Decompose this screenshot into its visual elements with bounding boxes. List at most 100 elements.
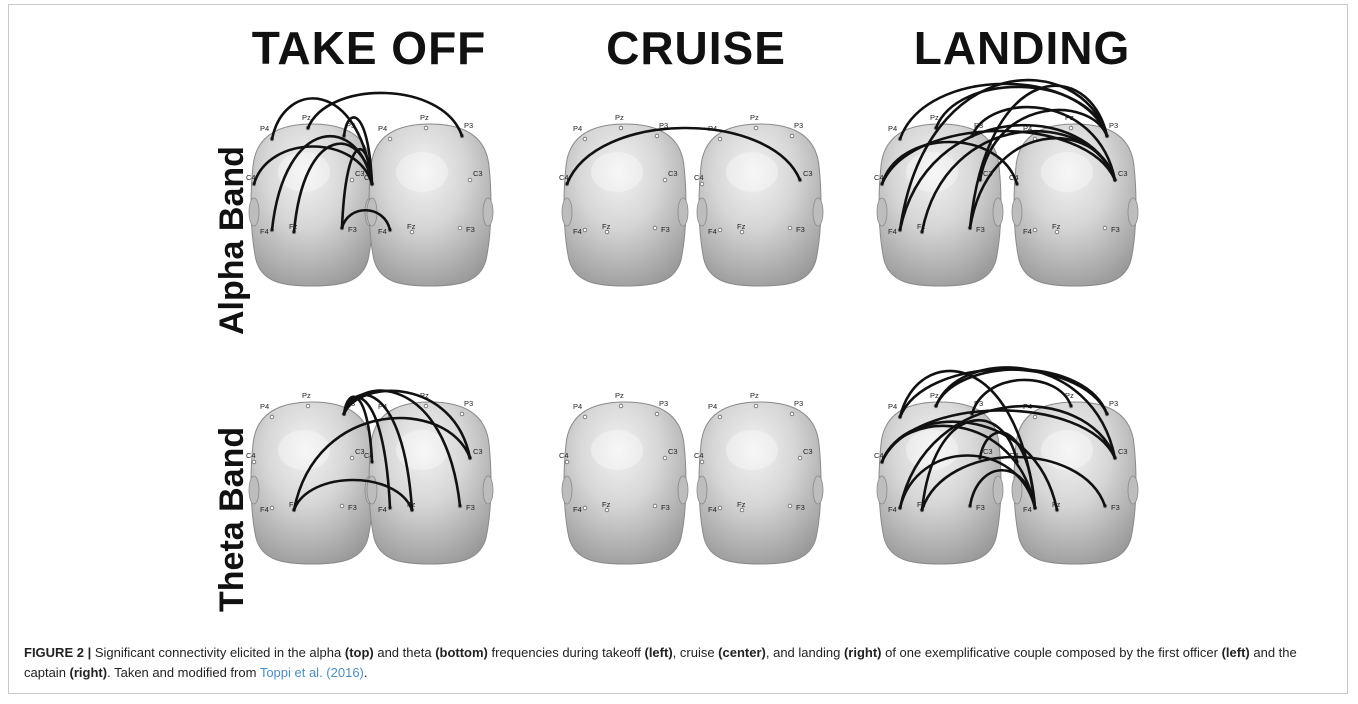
electrode-f3: [788, 504, 792, 508]
electrode-label-p4: P4: [888, 402, 897, 411]
electrode-pz: [306, 404, 310, 408]
electrode-label-c3: C3: [803, 447, 813, 456]
electrode-pz: [754, 404, 758, 408]
electrode-label-p3: P3: [464, 121, 473, 130]
electrode-label-pz: Pz: [615, 113, 624, 122]
electrode-label-f3: F3: [466, 225, 475, 234]
column-title-landing: LANDING: [914, 22, 1131, 74]
electrode-label-f4: F4: [1023, 505, 1032, 514]
electrode-p3: [460, 412, 464, 416]
electrode-label-c3: C3: [668, 447, 678, 456]
electrode-f4: [583, 506, 587, 510]
caption-bold-4: (center): [718, 645, 766, 660]
electrode-label-pz: Pz: [750, 113, 759, 122]
caption-text-4: , cruise: [673, 645, 719, 660]
electrode-pz: [1069, 126, 1073, 130]
electrode-pz: [619, 126, 623, 130]
electrode-f4: [270, 506, 274, 510]
electrode-label-c4: C4: [559, 451, 569, 460]
electrode-f3: [458, 226, 462, 230]
electrode-label-f3: F3: [1111, 503, 1120, 512]
electrode-label-f3: F3: [796, 503, 805, 512]
electrode-p3: [655, 134, 659, 138]
electrode-label-f3: F3: [976, 503, 985, 512]
caption-label: FIGURE 2 |: [24, 645, 91, 660]
electrode-label-f4: F4: [378, 227, 387, 236]
connectivity-figure: TAKE OFF CRUISE LANDING Alpha Band Theta…: [0, 0, 1358, 640]
electrode-label-c3: C3: [473, 169, 483, 178]
electrode-label-f4: F4: [573, 505, 582, 514]
electrode-label-f4: F4: [888, 505, 897, 514]
electrode-c4: [252, 460, 256, 464]
electrode-label-c3: C3: [803, 169, 813, 178]
electrode-label-f3: F3: [796, 225, 805, 234]
electrode-c3: [663, 178, 667, 182]
caption-bold-6: (left): [1222, 645, 1250, 660]
electrode-f4: [718, 228, 722, 232]
caption-text-9: .: [364, 665, 368, 680]
electrode-c3: [663, 456, 667, 460]
electrode-label-f3: F3: [661, 503, 670, 512]
electrode-label-f3: F3: [661, 225, 670, 234]
citation-link[interactable]: Toppi et al. (2016): [260, 665, 364, 680]
electrode-label-pz: Pz: [930, 113, 939, 122]
electrode-label-fz: Fz: [602, 500, 611, 509]
electrode-label-c3: C3: [983, 447, 993, 456]
electrode-c3: [798, 456, 802, 460]
electrode-c3: [468, 178, 472, 182]
electrode-pz: [424, 126, 428, 130]
electrode-label-p4: P4: [888, 124, 897, 133]
electrode-c4: [700, 460, 704, 464]
caption-bold-5: (right): [844, 645, 882, 660]
caption-text-8: . Taken and modified from: [107, 665, 260, 680]
electrode-label-c3: C3: [668, 169, 678, 178]
caption-text-5: , and landing: [766, 645, 844, 660]
electrode-pz: [754, 126, 758, 130]
electrode-label-f4: F4: [1023, 227, 1032, 236]
electrode-p4: [583, 137, 587, 141]
caption-text-2: and theta: [374, 645, 435, 660]
caption-text-6: of one exemplificative couple composed b…: [881, 645, 1221, 660]
electrode-p3: [790, 134, 794, 138]
electrode-label-f3: F3: [348, 503, 357, 512]
electrode-label-fz: Fz: [737, 222, 746, 231]
electrode-label-pz: Pz: [302, 391, 311, 400]
caption-bold-3: (left): [644, 645, 672, 660]
column-title-takeoff: TAKE OFF: [252, 22, 487, 74]
electrode-f3: [653, 226, 657, 230]
electrode-label-pz: Pz: [930, 391, 939, 400]
electrode-label-c4: C4: [694, 173, 704, 182]
electrode-label-f3: F3: [976, 225, 985, 234]
electrode-label-f4: F4: [260, 505, 269, 514]
electrode-label-c3: C3: [1118, 169, 1128, 178]
electrode-label-p3: P3: [1109, 121, 1118, 130]
electrode-label-p4: P4: [573, 402, 582, 411]
electrode-c3: [350, 178, 354, 182]
figure-caption: FIGURE 2 | Significant connectivity elic…: [24, 643, 1334, 683]
electrode-pz: [424, 404, 428, 408]
caption-bold-1: (top): [345, 645, 374, 660]
electrode-label-fz: Fz: [602, 222, 611, 231]
electrode-label-f4: F4: [260, 227, 269, 236]
electrode-label-p4: P4: [708, 402, 717, 411]
electrode-label-f4: F4: [378, 505, 387, 514]
electrode-label-c3: C3: [1118, 447, 1128, 456]
electrode-f3: [1103, 226, 1107, 230]
electrode-label-p4: P4: [573, 124, 582, 133]
electrode-label-f3: F3: [466, 503, 475, 512]
caption-bold-7: (right): [70, 665, 108, 680]
electrode-label-pz: Pz: [615, 391, 624, 400]
electrode-c3: [350, 456, 354, 460]
electrode-f4: [1033, 228, 1037, 232]
electrode-label-p3: P3: [794, 121, 803, 130]
electrode-label-c4: C4: [246, 451, 256, 460]
electrode-label-f4: F4: [708, 227, 717, 236]
electrode-f3: [788, 226, 792, 230]
caption-text-3: frequencies during takeoff: [488, 645, 645, 660]
electrode-p3: [790, 412, 794, 416]
electrode-label-p3: P3: [1109, 399, 1118, 408]
